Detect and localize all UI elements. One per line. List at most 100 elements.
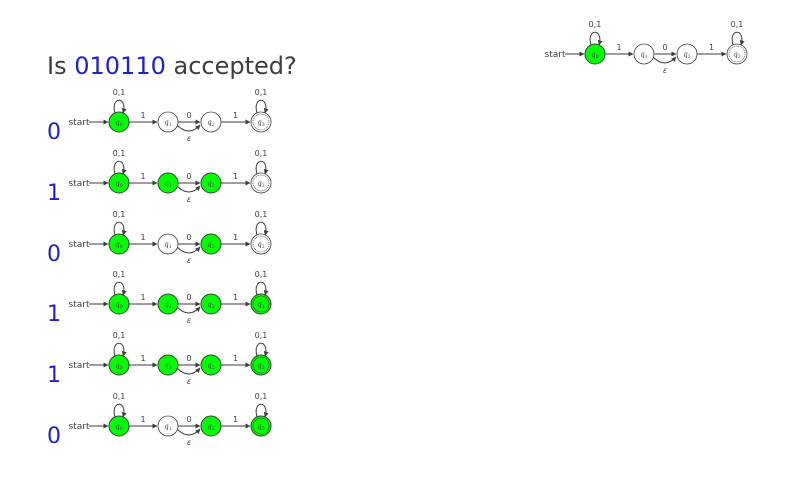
q1-circle [157,354,179,376]
q0-circle [108,111,130,133]
q0-loop-label: 0,1 [113,392,126,401]
q2-circle [200,172,222,194]
q2-label: q2 [207,179,214,189]
q0-loop [113,160,127,175]
q2-circle [676,43,698,65]
q2-circle [200,354,222,376]
state-q2: q2 [200,172,222,194]
transition-label-1: 0 [186,111,191,120]
q1-label: q1 [640,50,647,60]
q2-label: q2 [683,50,690,60]
transition-epsilon [176,124,201,132]
epsilon-label: ε [187,316,192,325]
q3-accept-ring [252,417,270,435]
q3-loop-label: 0,1 [255,88,268,97]
q1-circle [157,293,179,315]
state-q0: q0 [108,111,130,133]
q3-loop-label: 0,1 [255,210,268,219]
q2-circle [200,111,222,133]
q3-circle [250,111,272,133]
q3-loop [255,281,269,296]
transition-label-3: 1 [233,354,238,363]
q0-loop [113,99,127,114]
q3-accept-ring [252,113,270,131]
input-symbol-0: 0 [47,120,61,145]
q1-circle [157,111,179,133]
state-q1: q1 [157,354,179,376]
state-q0: q0 [108,172,130,194]
state-q0: q0 [108,233,130,255]
state-q0: q0 [108,293,130,315]
q1-circle [157,415,179,437]
epsilon-label: ε [187,134,192,143]
q1-circle [157,233,179,255]
q0-circle [108,172,130,194]
input-word: 010110 [74,52,166,80]
transition-label-1: 0 [662,43,667,52]
q2-label: q2 [207,118,214,128]
q0-loop-label: 0,1 [113,270,126,279]
q3-label: q3 [257,361,264,371]
q3-loop [255,342,269,357]
q3-accept-ring [728,45,746,63]
transition-label-0: 1 [140,172,145,181]
q0-loop-label: 0,1 [589,20,602,29]
state-q3: q3 [726,43,748,65]
page-title: Is 010110 accepted? [47,52,297,80]
q3-loop [731,31,745,46]
q0-loop [113,342,127,357]
q3-label: q3 [733,50,740,60]
q2-label: q2 [207,240,214,250]
transition-label-3: 1 [709,43,714,52]
q3-label: q3 [257,300,264,310]
q0-circle [108,233,130,255]
input-symbol-1: 1 [47,181,61,206]
transition-label-3: 1 [233,111,238,120]
q3-circle [250,354,272,376]
q3-circle [250,415,272,437]
epsilon-label: ε [187,438,192,447]
q1-label: q1 [164,118,171,128]
q0-loop-label: 0,1 [113,210,126,219]
start-label: start [69,422,90,432]
state-q2: q2 [200,111,222,133]
q2-circle [200,293,222,315]
start-label: start [69,361,90,371]
q0-loop [589,31,603,46]
q0-label: q0 [591,50,598,60]
state-q1: q1 [157,233,179,255]
q1-circle [633,43,655,65]
q0-label: q0 [115,361,122,371]
q0-label: q0 [115,240,122,250]
q0-circle [108,354,130,376]
transition-epsilon [176,367,201,375]
transition-label-1: 0 [186,172,191,181]
transition-label-0: 1 [140,233,145,242]
input-symbol-5: 0 [47,424,61,449]
input-symbol-3: 1 [47,302,61,327]
title-suffix: accepted? [173,52,297,80]
state-q1: q1 [157,111,179,133]
transition-label-1: 0 [186,293,191,302]
transition-epsilon [176,185,201,193]
q3-accept-ring [252,295,270,313]
q1-label: q1 [164,240,171,250]
q0-loop-label: 0,1 [113,88,126,97]
transition-epsilon [176,246,201,254]
state-q2: q2 [676,43,698,65]
q3-loop-label: 0,1 [255,270,268,279]
transition-label-0: 1 [140,354,145,363]
state-q3: q3 [250,293,272,315]
q3-accept-ring [252,356,270,374]
q3-label: q3 [257,240,264,250]
q0-loop [113,221,127,236]
q3-loop [255,403,269,418]
start-label: start [69,118,90,128]
q3-accept-ring [252,235,270,253]
